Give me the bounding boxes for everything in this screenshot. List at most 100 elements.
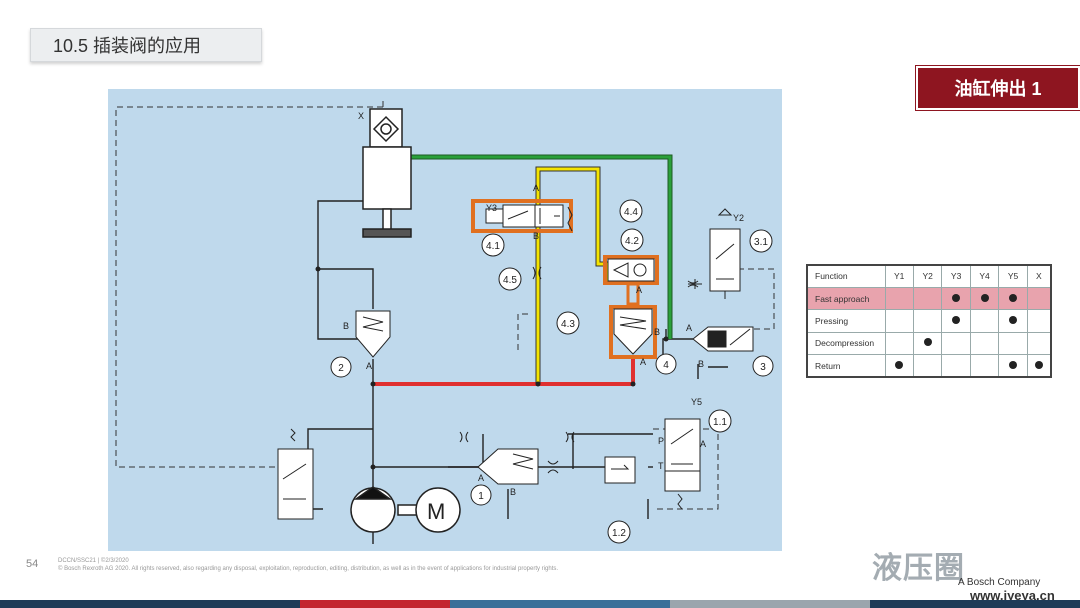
table-row-label: Pressing xyxy=(806,309,886,333)
callout-4: 4 xyxy=(655,353,677,375)
table-row: Fast approach xyxy=(806,286,1052,311)
table-cell xyxy=(884,309,914,333)
state-badge: 油缸伸出 1 xyxy=(915,65,1080,111)
svg-text:B: B xyxy=(698,359,704,369)
active-dot xyxy=(895,360,904,369)
hand-valve xyxy=(277,428,314,520)
svg-text:3.1: 3.1 xyxy=(754,237,768,248)
return-line xyxy=(408,155,672,339)
svg-text:B: B xyxy=(654,327,660,337)
svg-text:4: 4 xyxy=(663,360,669,371)
link-4-2 xyxy=(626,282,640,306)
table-cell xyxy=(1026,286,1052,311)
svg-text:4.5: 4.5 xyxy=(503,275,517,286)
active-dot xyxy=(952,293,961,302)
svg-text:B: B xyxy=(343,321,349,331)
svg-text:Y3: Y3 xyxy=(486,203,497,213)
svg-text:A: A xyxy=(700,439,706,449)
svg-text:4.4: 4.4 xyxy=(624,207,638,218)
table-cell xyxy=(912,354,943,378)
active-dot xyxy=(1009,293,1018,302)
valve-4-1 xyxy=(471,199,573,233)
valve-1-1 xyxy=(664,418,701,510)
bar-segment xyxy=(870,600,1080,608)
table-row-label: Fast approach xyxy=(806,286,886,311)
pressure-line xyxy=(373,359,635,386)
table-header-cell: Y2 xyxy=(912,264,943,288)
svg-text:2: 2 xyxy=(338,363,344,374)
svg-text:A: A xyxy=(640,357,646,367)
callout-3-1: 3.1 xyxy=(749,229,773,253)
table-row: Decompression xyxy=(806,331,1052,356)
valve-1-2 xyxy=(604,456,636,484)
callout-1: 1 xyxy=(470,484,492,506)
svg-text:X: X xyxy=(358,111,364,121)
motor-label: M xyxy=(427,499,445,524)
svg-text:Y2: Y2 xyxy=(733,213,744,223)
bar-segment xyxy=(300,600,450,608)
table-row: Return xyxy=(806,354,1052,378)
callout-4-2: 4.2 xyxy=(620,228,644,252)
table-cell xyxy=(912,286,943,311)
table-cell xyxy=(884,331,914,356)
circuit-svg: M X Y3 Y2 Y5 A B A B A B A A B A xyxy=(115,99,775,544)
svg-text:A: A xyxy=(686,323,692,333)
table-cell xyxy=(969,331,1000,356)
svg-text:T: T xyxy=(658,461,664,471)
valve-1 xyxy=(477,448,539,485)
table-cell xyxy=(1026,331,1052,356)
footer-line-1: DCCN/SSC21 | ©2/3/2020 xyxy=(58,558,129,564)
footer: DCCN/SSC21 | ©2/3/2020 © Bosch Rexroth A… xyxy=(58,557,558,573)
svg-text:4.2: 4.2 xyxy=(625,236,639,247)
page-number: 54 xyxy=(26,558,39,570)
table-header-cell: Y3 xyxy=(941,264,971,288)
table-cell xyxy=(1026,354,1052,378)
table-cell xyxy=(912,331,943,356)
svg-text:P: P xyxy=(658,436,664,446)
bar-segment xyxy=(450,600,670,608)
callout-4-5: 4.5 xyxy=(498,267,522,291)
valve-3 xyxy=(692,326,754,352)
slide-title: 10.5 插装阀的应用 xyxy=(30,28,262,62)
table-cell xyxy=(969,286,1000,311)
table-cell xyxy=(941,309,971,333)
callout-1-1: 1.1 xyxy=(708,409,732,433)
active-dot xyxy=(952,315,961,324)
callouts: 2 4.1 4.5 4.3 4.4 4.2 4 3.1 3 1.1 1 1.2 xyxy=(330,199,774,544)
svg-text:A: A xyxy=(366,361,372,371)
active-dot xyxy=(1009,315,1018,324)
svg-text:4.3: 4.3 xyxy=(561,319,575,330)
solid-lines xyxy=(292,200,728,544)
footer-line-2: © Bosch Rexroth AG 2020. All rights rese… xyxy=(58,566,559,572)
hydraulic-circuit-diagram: M X Y3 Y2 Y5 A B A B A B A A B A xyxy=(108,89,782,551)
throttles xyxy=(459,266,699,474)
table-header-cell: Function xyxy=(806,264,886,288)
table-cell xyxy=(941,354,971,378)
pump-motor xyxy=(350,486,461,533)
svg-text:B: B xyxy=(533,231,539,241)
svg-text:A: A xyxy=(636,285,642,295)
table-cell xyxy=(884,286,914,311)
bottom-color-bar xyxy=(0,600,1080,608)
junctions xyxy=(315,266,669,470)
svg-text:3: 3 xyxy=(760,362,766,373)
callout-4-4: 4.4 xyxy=(619,199,643,223)
svg-text:B: B xyxy=(510,487,516,497)
table-cell xyxy=(941,286,971,311)
bar-segment xyxy=(670,600,870,608)
port-labels: X Y3 Y2 Y5 A B A B A B A A B A B P T A xyxy=(343,111,744,497)
svg-text:A: A xyxy=(478,473,484,483)
table-header-cell: X xyxy=(1026,264,1052,288)
svg-text:1: 1 xyxy=(478,491,484,502)
svg-text:1.2: 1.2 xyxy=(612,528,626,539)
watermark-text: 液压圈 xyxy=(872,552,965,585)
callout-1-2: 1.2 xyxy=(607,520,631,544)
callout-4-3: 4.3 xyxy=(556,311,580,335)
callout-3: 3 xyxy=(752,355,774,377)
table-header-cell: Y1 xyxy=(884,264,914,288)
table-cell xyxy=(969,354,1000,378)
svg-text:A: A xyxy=(533,183,539,193)
